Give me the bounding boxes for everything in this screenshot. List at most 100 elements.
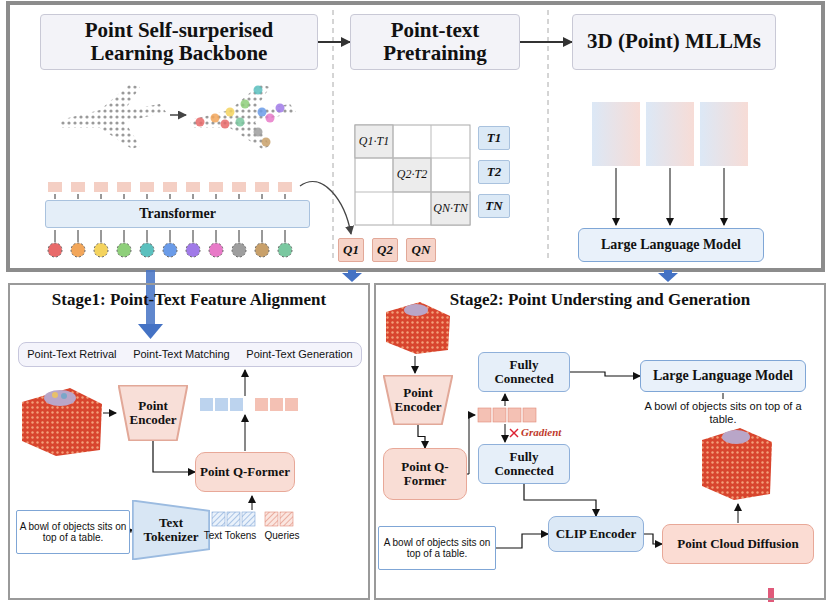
arrow-connector xyxy=(644,534,662,544)
arrow-connector xyxy=(524,484,596,516)
art-line xyxy=(193,194,194,199)
text-input-box: A bowl of objects sits on top of a table… xyxy=(378,526,496,570)
node-label: TN xyxy=(485,199,502,213)
art-line xyxy=(78,230,79,242)
art-polygon xyxy=(22,388,102,456)
arrow-connector xyxy=(130,530,132,532)
stage-panel: Stage2: Point Understing and GenerationP… xyxy=(374,283,826,600)
node-label: Point Encoder xyxy=(125,399,181,428)
art-circle xyxy=(255,243,269,257)
diffusion-box: Point Cloud Diffusion xyxy=(662,524,814,564)
art-line xyxy=(193,230,194,242)
art-g xyxy=(196,86,285,147)
node-label: Transformer xyxy=(139,206,216,221)
art-polygon xyxy=(342,273,362,282)
node-label: T2 xyxy=(487,165,501,179)
art-rect xyxy=(355,125,470,225)
art-rect xyxy=(8,3,823,270)
art-circle xyxy=(241,100,250,109)
art-line xyxy=(55,230,56,242)
art-line xyxy=(147,194,148,199)
caption-label: Text Tokens xyxy=(198,530,262,542)
art-rect xyxy=(523,408,536,422)
art-line xyxy=(245,415,246,451)
node-label: 3D (Point) MLLMs xyxy=(587,30,761,53)
art-line xyxy=(239,230,240,242)
art-rect xyxy=(140,182,154,192)
art-line xyxy=(252,496,253,510)
node-label: Point-Text Retrival xyxy=(27,348,116,360)
fc-box: Fully Connected xyxy=(478,444,570,484)
caption-label: A bowl of objects sits on top of a table… xyxy=(632,400,814,425)
art-line xyxy=(724,168,725,225)
art-circle xyxy=(163,243,177,257)
trapezoid-fill xyxy=(384,376,453,425)
query-box: Q1 xyxy=(338,238,364,262)
art-rect xyxy=(700,102,748,166)
art-circle xyxy=(278,243,292,257)
art-circle xyxy=(117,243,131,257)
art-rect xyxy=(48,182,62,192)
art-rect xyxy=(212,512,225,526)
art-circle xyxy=(258,108,267,117)
art-rect xyxy=(355,125,393,158)
node-label: Point Self-surperised Learning Backbone xyxy=(41,19,317,65)
art-line xyxy=(738,504,739,523)
art-polygon xyxy=(386,302,450,354)
node-label: Point Encoder xyxy=(390,386,446,415)
art-rect xyxy=(280,512,293,526)
art-circle xyxy=(71,243,85,257)
art-circle xyxy=(211,114,220,123)
art-rect xyxy=(255,398,268,411)
stage-heading: Stage2: Point Understing and Generation xyxy=(450,291,750,310)
art-line xyxy=(670,168,671,225)
art-line xyxy=(124,194,125,199)
art-line xyxy=(101,194,102,199)
art-line xyxy=(55,194,56,199)
text-feature-box: TN xyxy=(478,194,510,218)
art-circle xyxy=(52,392,58,398)
node-label: Fully Connected xyxy=(479,450,569,479)
trapezoid-fill xyxy=(133,501,209,560)
art-circle xyxy=(94,243,108,257)
art-line xyxy=(393,125,394,225)
node-label: Fully Connected xyxy=(479,358,569,387)
node-label: CLIP Encoder xyxy=(556,527,637,541)
art-rect xyxy=(227,512,240,526)
art-rect xyxy=(163,182,177,192)
art-circle xyxy=(61,393,67,399)
encoder-trapezoid: Point Encoder xyxy=(383,375,453,425)
task-bar: Point-Text RetrivalPoint-Text MatchingPo… xyxy=(18,342,362,367)
clip-box: CLIP Encoder xyxy=(548,516,644,552)
art-circle xyxy=(226,108,235,117)
art-line xyxy=(124,230,125,242)
text-feature-box: T1 xyxy=(478,126,510,150)
matrix-cell: Q1·T1 xyxy=(355,135,393,149)
stage-heading: Stage1: Point-Text Feature Alignment xyxy=(52,291,326,310)
art-circle xyxy=(254,128,263,137)
matrix-cell: Q2·T2 xyxy=(393,168,431,182)
llm-box: Large Language Model xyxy=(578,228,764,262)
art-line xyxy=(415,356,416,373)
matrix-cell: QN·TN xyxy=(431,202,470,216)
art-polygon xyxy=(702,428,772,500)
arrow-connector xyxy=(520,41,572,43)
section-title: Point Self-surperised Learning Backbone xyxy=(40,14,318,70)
text-feature-box: T2 xyxy=(478,160,510,184)
arrow-connector xyxy=(570,372,640,376)
section-title: 3D (Point) MLLMs xyxy=(572,14,776,70)
tokenizer-trapezoid: Text Tokenizer xyxy=(132,500,210,560)
art-line xyxy=(170,194,171,199)
art-line xyxy=(355,192,470,193)
art-polygon xyxy=(60,84,166,149)
art-rect xyxy=(646,102,694,166)
art-circle xyxy=(276,104,285,113)
art-line xyxy=(505,424,506,442)
art-rect xyxy=(255,182,269,192)
node-label: Q2 xyxy=(377,243,393,257)
art-rect xyxy=(186,182,200,192)
art-line xyxy=(216,230,217,242)
art-ellipse xyxy=(44,390,76,406)
caption-label: Queries xyxy=(262,530,302,542)
query-box: QN xyxy=(406,238,436,262)
